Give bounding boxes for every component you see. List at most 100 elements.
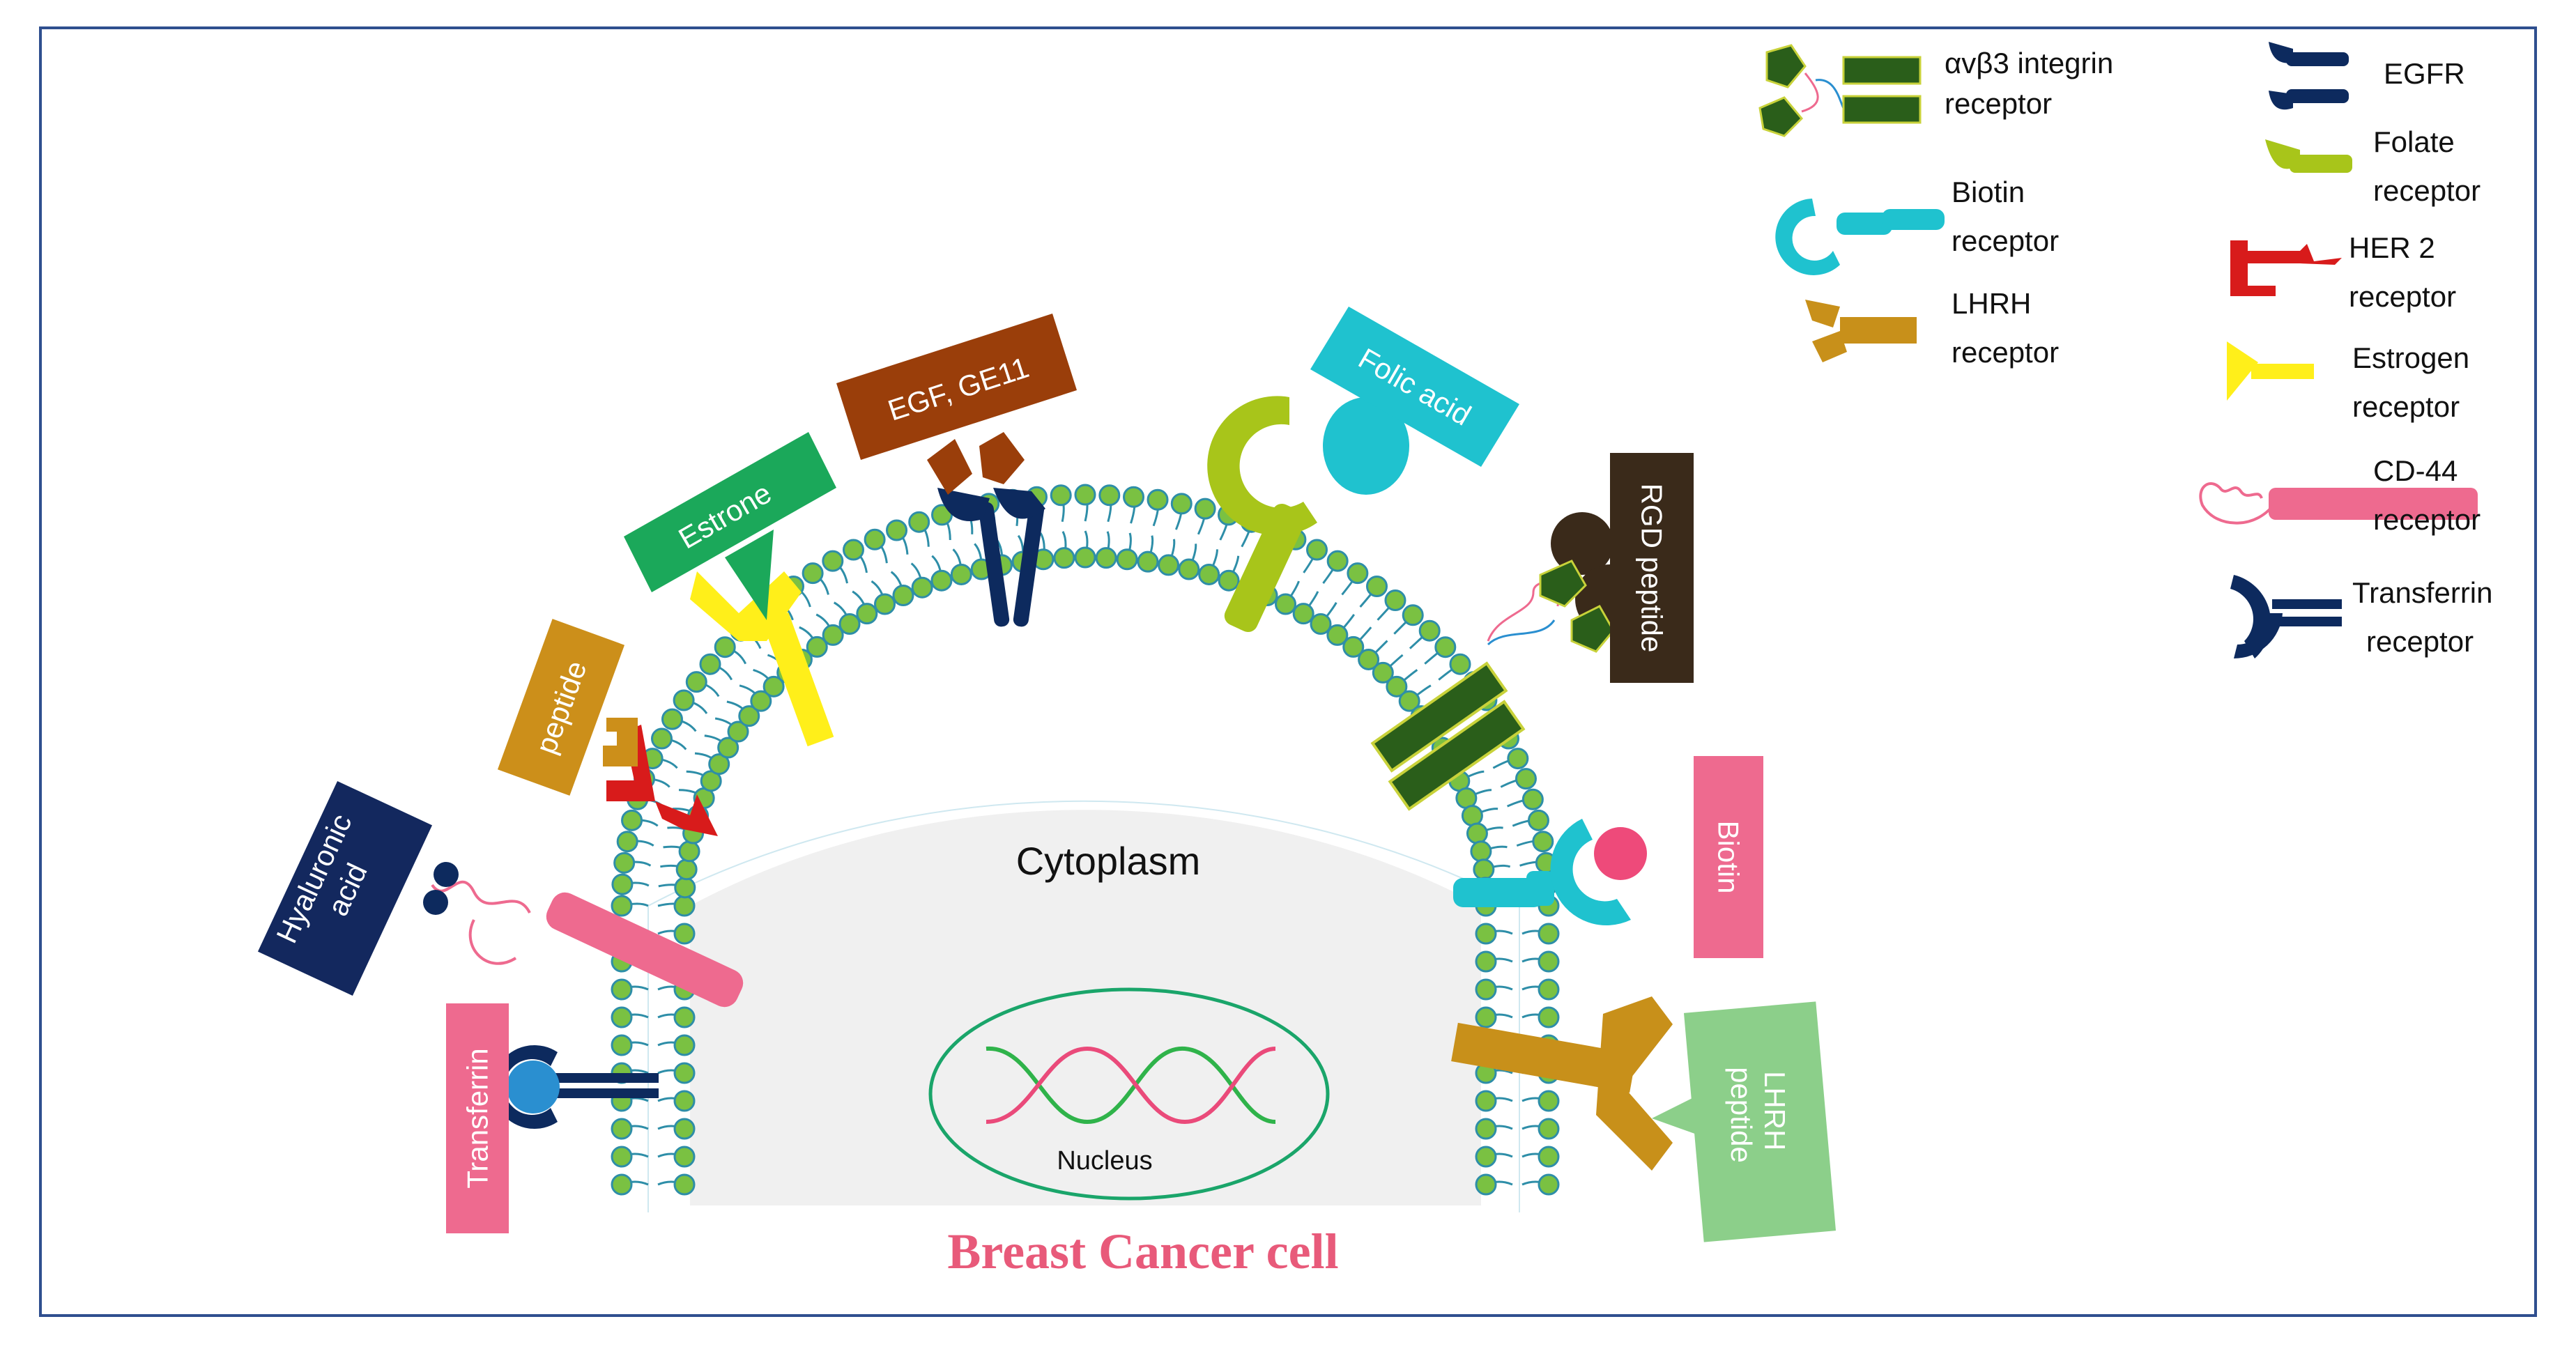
lipid-head [1538,1146,1560,1168]
lipid-head [1475,978,1497,1001]
lipid-head [1275,593,1296,615]
cd44-receptor-icon [423,862,744,1008]
legend-folate-label: Folate receptor [2373,125,2481,207]
lipid-head [611,978,633,1001]
lipid-head [1475,1090,1497,1112]
lipid-head [950,563,972,585]
nucleus: Nucleus [928,987,1330,1201]
lipid-head [874,593,896,615]
lhrh-receptor-icon [1451,996,1673,1171]
lipid-head [864,528,886,550]
lipid-head [1507,748,1529,770]
lipid-head [673,1118,696,1140]
nucleus-label: Nucleus [1057,1146,1152,1175]
legend-transferrin-icon [2230,575,2342,659]
lipid-head [1527,809,1549,831]
estrone-ligand: Estrone [624,432,836,620]
lhrh-line2: peptide [1726,1067,1758,1163]
lhrh-peptide-ligand: LHRH peptide [1652,1001,1837,1242]
lipid-head [930,569,953,592]
lipid-head [1475,923,1497,945]
lhrh-peptide-label: LHRH peptide [1726,1067,1792,1163]
legend-biotin-line2: receptor [1952,224,2059,257]
transferrin-label: Transferrin [461,1048,494,1189]
lipid-head [738,705,760,727]
lipid-head [1475,1118,1497,1140]
lipid-head [1475,1173,1497,1196]
lipid-head [674,877,696,899]
lipid-head [1538,1006,1560,1028]
lipid-head [1326,624,1349,646]
legend-transferrin-line1: Transferrin [2352,576,2493,609]
lipid-head [838,612,861,635]
lipid-head [673,1034,696,1056]
lipid-head [673,895,696,917]
figure-frame [39,26,2537,1317]
lipid-head [1292,603,1314,625]
lipid-head [1515,768,1537,790]
peptide-ligand: peptide [497,619,638,796]
lipid-head [911,576,933,599]
lipid-head [1434,636,1457,658]
lipid-head [611,1034,633,1056]
lipid-head [1538,923,1560,945]
legend-lhrh-line2: receptor [1952,336,2059,369]
lipid-head [1178,558,1200,580]
lipid-head [1137,550,1159,573]
biotin-receptor-icon [1453,819,1647,926]
lipid-head [1475,1006,1497,1028]
lipid-head [621,809,643,831]
lipid-head [673,1173,696,1196]
lipid-head [1218,569,1240,592]
biotin-ligand: Biotin [1694,756,1763,958]
folic-acid-ligand: Folic acid [1310,307,1519,467]
lipid-head [1473,858,1495,881]
lipid-head [1074,484,1096,506]
rgd-peptide-label: RGD peptide [1636,484,1669,653]
lipid-head [661,708,683,730]
lipid-head [886,519,908,541]
hyaluronic-acid-ligand: Hyaluronic acid [257,780,433,996]
lipid-head [708,753,730,776]
legend-egfr-icon [2269,42,2349,110]
egf-ge11-ligand: EGF, GE11 [836,314,1077,495]
lipid-head [1538,1173,1560,1196]
lipid-head [1170,493,1193,515]
lipid-head [699,653,721,675]
lipid-head [1198,563,1220,585]
lipid-head [1074,546,1096,569]
legend-integrin-label: αvβ3 integrin receptor [1945,47,2122,120]
lipid-head [1384,589,1406,612]
lipid-head [673,923,696,945]
lipid-head [762,675,785,697]
lipid-head [802,562,824,585]
lipid-head [1347,562,1369,585]
legend-her2-label: HER 2 receptor [2349,231,2456,313]
legend-lhrh-icon [1805,300,1917,362]
lipid-head [892,584,914,606]
lipid-head [650,727,673,750]
lipid-head [1449,653,1471,675]
lipid-head [1538,950,1560,973]
legend-cd44-icon [2199,482,2478,525]
lipid-head [822,624,844,646]
lipid-head [1050,484,1072,507]
lipid-head [908,511,930,533]
legend-integrin-line1: αvβ3 integrin [1945,47,2113,79]
transferrin-ligand: Transferrin [446,1003,509,1233]
lipid-head [613,851,636,874]
transferrin-receptor-icon [492,1045,659,1129]
legend-biotin-icon [1775,199,1945,275]
lipid-head [611,1146,633,1168]
lipid-head [1053,547,1075,569]
cytoplasm-label: Cytoplasm [1016,839,1201,883]
legend-folate-icon [2265,139,2352,173]
lipid-head [1326,550,1349,572]
lipid-head [1306,539,1328,561]
lipid-head [1372,661,1394,684]
lipid-head [673,1006,696,1028]
lipid-head [673,689,695,711]
legend-estrogen-icon [2227,341,2314,401]
legend-lhrh-line1: LHRH [1952,287,2031,320]
lipid-head [1466,822,1488,845]
